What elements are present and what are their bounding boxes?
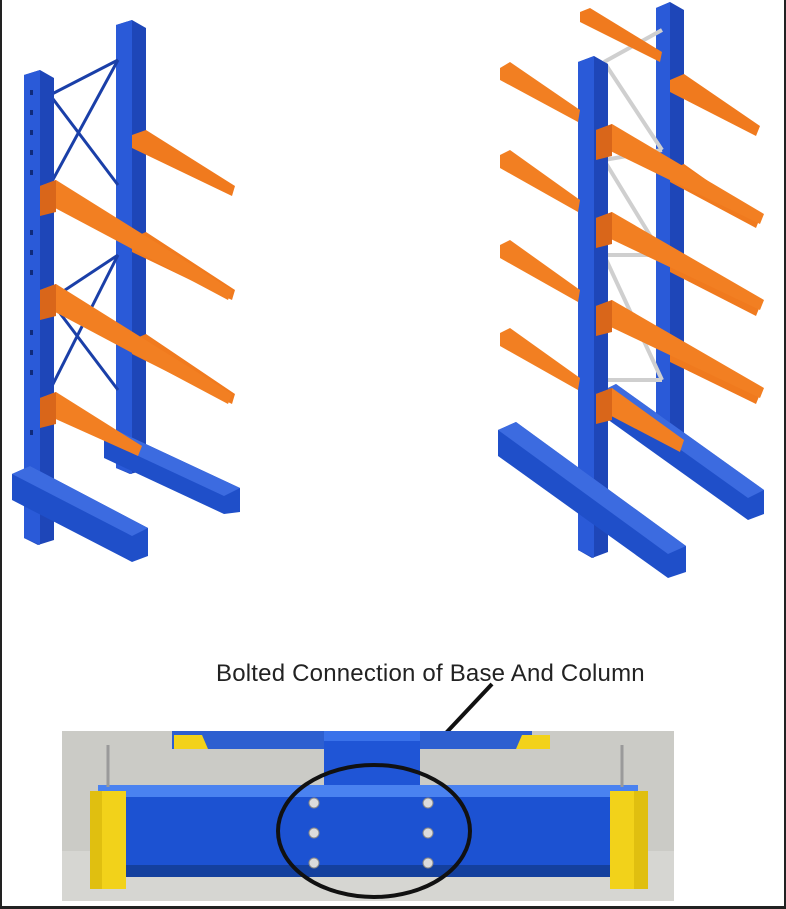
base-column-detail-photo bbox=[62, 731, 674, 901]
double-sided-rack bbox=[498, 2, 764, 578]
cantilever-racks-illustration bbox=[12, 2, 764, 578]
callout-caption: Bolted Connection of Base And Column bbox=[216, 660, 645, 687]
single-sided-rack bbox=[12, 20, 240, 562]
